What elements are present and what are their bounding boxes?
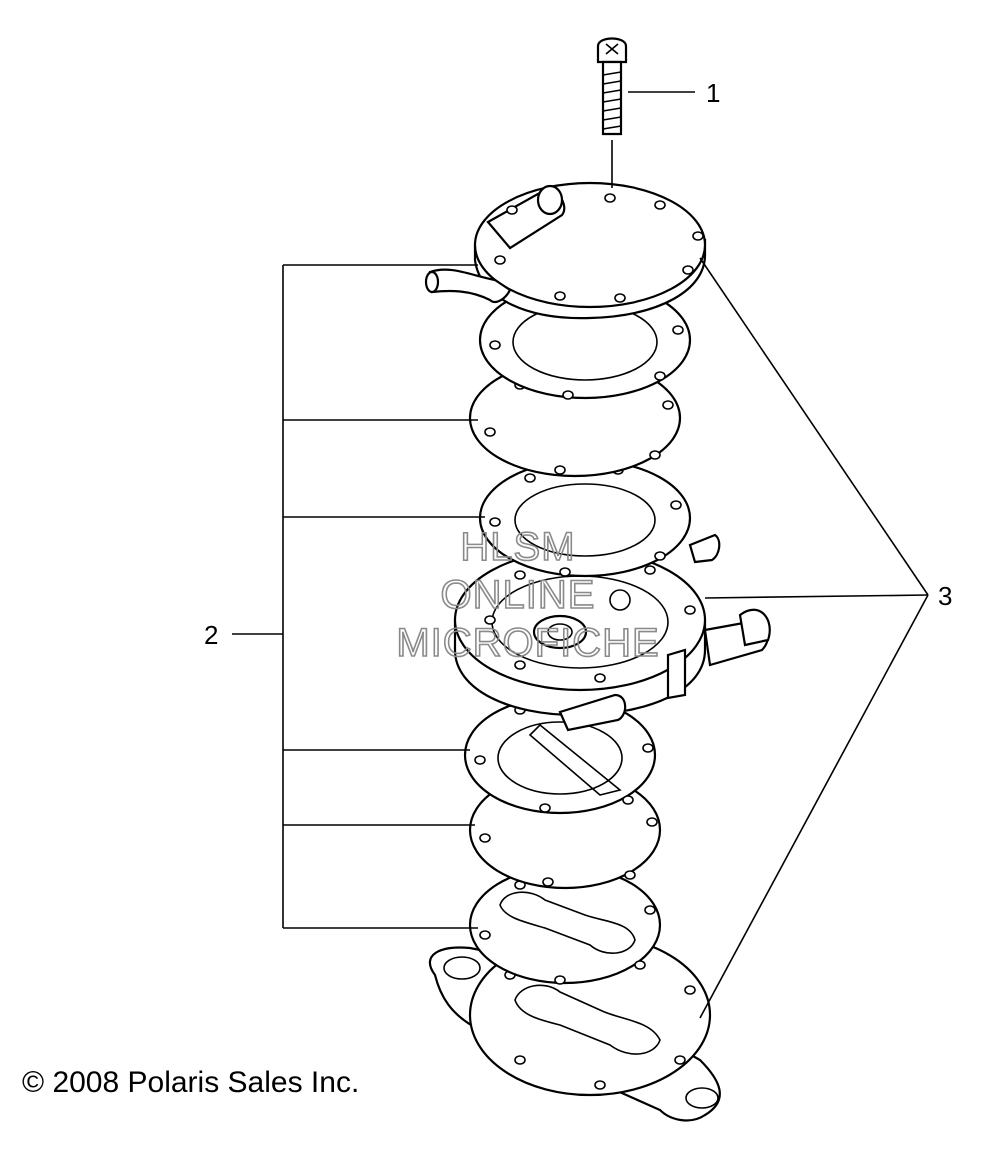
leader-3 <box>699 257 929 1019</box>
watermark-line-2: ONLINE <box>441 573 596 617</box>
screw <box>596 37 628 188</box>
callout-2: 2 <box>204 620 218 650</box>
callout-1: 1 <box>706 78 720 108</box>
top-cover <box>424 181 707 320</box>
gasket-6 <box>468 865 662 985</box>
watermark-line-3: MICROFICHE <box>396 621 659 665</box>
callout-3: 3 <box>938 581 952 611</box>
center-pump-body <box>453 533 771 732</box>
leader-2-bracket <box>232 264 485 929</box>
valve-gasket-4 <box>463 695 657 815</box>
watermark: HLSM ONLINE MICROFICHE <box>396 524 660 666</box>
copyright-notice: © 2008 Polaris Sales Inc. <box>22 1066 360 1099</box>
watermark-line-1: HLSM <box>460 525 575 569</box>
